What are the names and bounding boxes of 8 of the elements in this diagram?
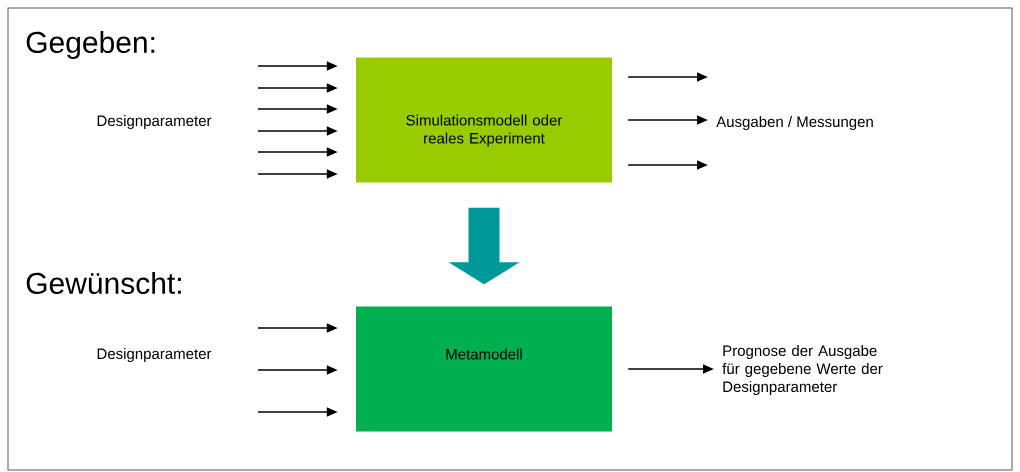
input-label: Designparameter xyxy=(97,348,212,362)
section-heading: Gewünscht: xyxy=(26,272,181,295)
output-label: Ausgaben / Messungen xyxy=(716,116,873,130)
process-box: Metamodell xyxy=(356,306,612,432)
process-box: Simulationsmodell oder reales Experiment xyxy=(356,57,612,183)
section-heading: Gegeben: xyxy=(26,31,155,59)
input-label: Designparameter xyxy=(97,115,212,129)
output-label: Prognose der Ausgabe für gegebene Werte der Designparameter xyxy=(722,345,883,395)
